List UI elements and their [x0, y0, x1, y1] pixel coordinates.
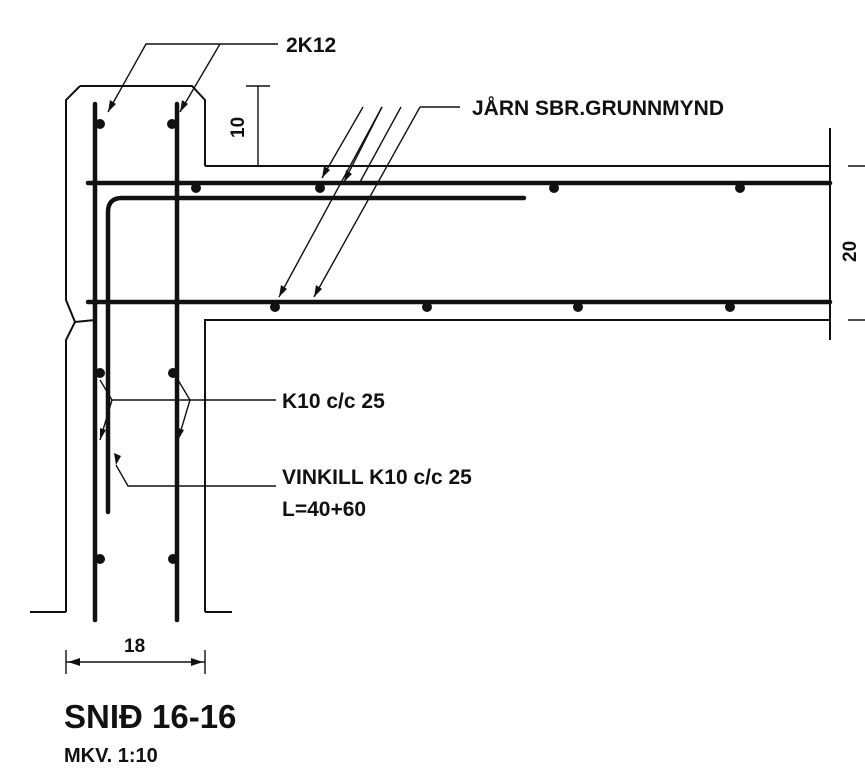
concrete-outline [30, 85, 831, 613]
rebar-dot [315, 183, 325, 193]
arrow-head [322, 166, 330, 178]
dimensions [65, 85, 865, 674]
arrow-head [178, 428, 184, 440]
cold-joint-line [74, 319, 96, 323]
arrow-head [191, 658, 203, 666]
leader-slab-3 [359, 106, 402, 183]
arrow-head [180, 100, 188, 112]
arrow-head [344, 170, 352, 182]
arrow-head [100, 428, 106, 440]
rebar-dot [168, 554, 178, 564]
arrow-head [314, 285, 322, 297]
leader-angle-bar [115, 464, 276, 487]
rebar-dot [168, 368, 178, 378]
leader-slab-4 [278, 106, 383, 298]
labels: 2K12 JÅRN SBR.GRUNNMYND K10 c/c 25 VINKI… [64, 34, 861, 767]
leader-2k12 [107, 43, 278, 113]
leader-stirrups-b [99, 379, 113, 401]
wall-left-face [65, 85, 81, 612]
label-angle-bar: VINKILL K10 c/c 25 [282, 466, 472, 489]
dim-wall-text: 18 [124, 636, 145, 657]
rebar-dot [95, 368, 105, 378]
label-slab-bars: JÅRN SBR.GRUNNMYND [472, 96, 724, 120]
rebar-dot [167, 119, 177, 129]
rebar-dot [573, 302, 583, 312]
rebar-dot [95, 554, 105, 564]
rebar-dot [95, 119, 105, 129]
slab-bottom [204, 319, 830, 612]
leader-slab-5 [313, 106, 421, 298]
label-stirrups: K10 c/c 25 [282, 390, 385, 413]
dim-slab-text: 20 [840, 241, 861, 262]
rebar-dot [549, 183, 559, 193]
label-angle-length: L=40+60 [282, 498, 366, 521]
arrow-head [114, 453, 121, 465]
rebar-dot [725, 302, 735, 312]
dim-upstand-text: 10 [228, 117, 249, 138]
scale-text: MKV. 1:10 [64, 745, 158, 767]
section-title: SNIÐ 16-16 [64, 698, 236, 735]
rebar-dot [191, 183, 201, 193]
leaders [99, 43, 460, 487]
arrow-head [279, 285, 287, 297]
rebar-dot [422, 302, 432, 312]
leader-stirrups-d [177, 379, 191, 401]
reinforcement [85, 101, 833, 623]
rebar-dot [270, 302, 280, 312]
label-top-bars: 2K12 [286, 34, 336, 57]
leader-slab-1 [321, 106, 364, 179]
arrow-head [108, 100, 116, 112]
angle-bar [105, 195, 527, 515]
leader-2k12-b [179, 43, 221, 113]
rebar-dot [735, 183, 745, 193]
arrow-head [68, 658, 80, 666]
upstand-top [80, 85, 206, 166]
